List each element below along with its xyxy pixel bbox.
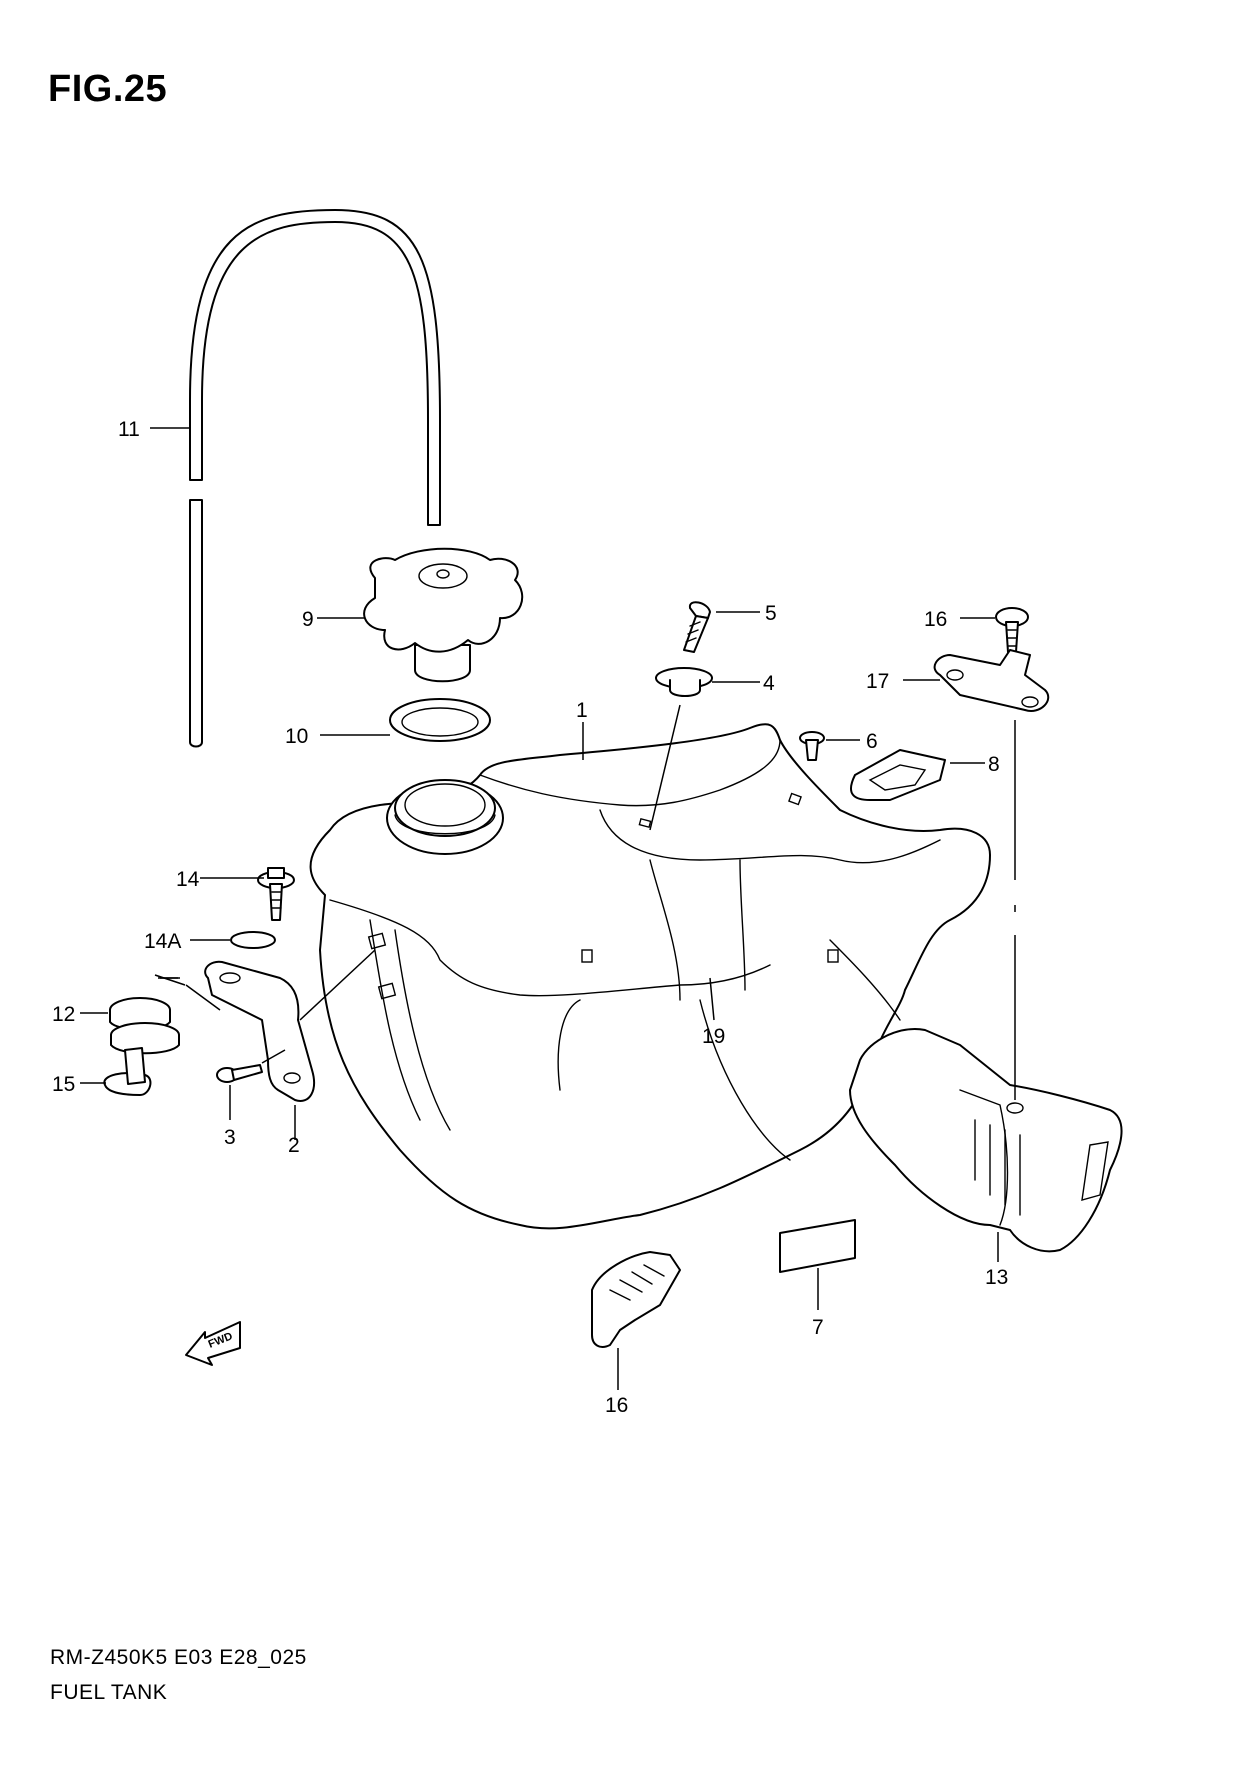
fuel-cap[interactable]: [363, 547, 524, 683]
callout-18: 17: [866, 670, 889, 693]
grommet-12[interactable]: [109, 997, 180, 1055]
callout-6: 6: [866, 730, 878, 753]
figure-title: FIG.25: [48, 68, 168, 110]
callout-10: 10: [285, 725, 308, 748]
callout-14a: 14A: [144, 930, 181, 953]
callout-labels: 11 9 10 1 5 4 6 8 16 17 19 14 14A 12 15 …: [52, 418, 1008, 1417]
callout-9: 9: [302, 608, 314, 631]
side-cover-13[interactable]: [849, 1028, 1123, 1253]
callout-16: 16: [605, 1394, 628, 1417]
screw-5[interactable]: [683, 601, 711, 653]
callout-2: 2: [288, 1134, 300, 1157]
breather-hose[interactable]: [189, 209, 441, 748]
bushing-4[interactable]: [655, 667, 713, 697]
callout-8: 8: [988, 753, 1000, 776]
leader-lines: [80, 427, 1016, 1390]
stay-2[interactable]: [204, 960, 315, 1102]
callout-11: 11: [118, 418, 140, 441]
bolt-17[interactable]: [995, 607, 1029, 653]
bolt-6[interactable]: [799, 731, 825, 761]
callout-7: 7: [812, 1316, 824, 1339]
protector-16[interactable]: [591, 1251, 681, 1348]
filler-neck[interactable]: [386, 779, 504, 855]
bracket-18[interactable]: [933, 649, 1050, 712]
model-code: RM-Z450K5 E03 E28_025: [50, 1646, 307, 1669]
callout-19: 19: [702, 1025, 725, 1048]
cap-gasket[interactable]: [389, 698, 491, 742]
washer-14a[interactable]: [230, 931, 276, 949]
callout-3: 3: [224, 1126, 236, 1149]
forward-direction-arrow: FWD: [185, 1321, 241, 1366]
label-7[interactable]: [779, 1219, 856, 1273]
callout-17: 16: [924, 608, 947, 631]
section-name: FUEL TANK: [50, 1681, 168, 1704]
callout-14: 14: [176, 868, 200, 891]
callout-4: 4: [763, 672, 775, 695]
bolt-14[interactable]: [257, 867, 295, 921]
callout-13: 13: [985, 1266, 1008, 1289]
callout-5: 5: [765, 602, 777, 625]
callout-1: 1: [576, 699, 588, 722]
callout-12: 12: [52, 1003, 75, 1026]
strap-8[interactable]: [850, 749, 946, 801]
callout-15: 15: [52, 1073, 75, 1096]
screw-3[interactable]: [216, 1064, 263, 1083]
collar-15[interactable]: [103, 1047, 152, 1096]
fuel-tank-body[interactable]: [309, 723, 991, 1230]
